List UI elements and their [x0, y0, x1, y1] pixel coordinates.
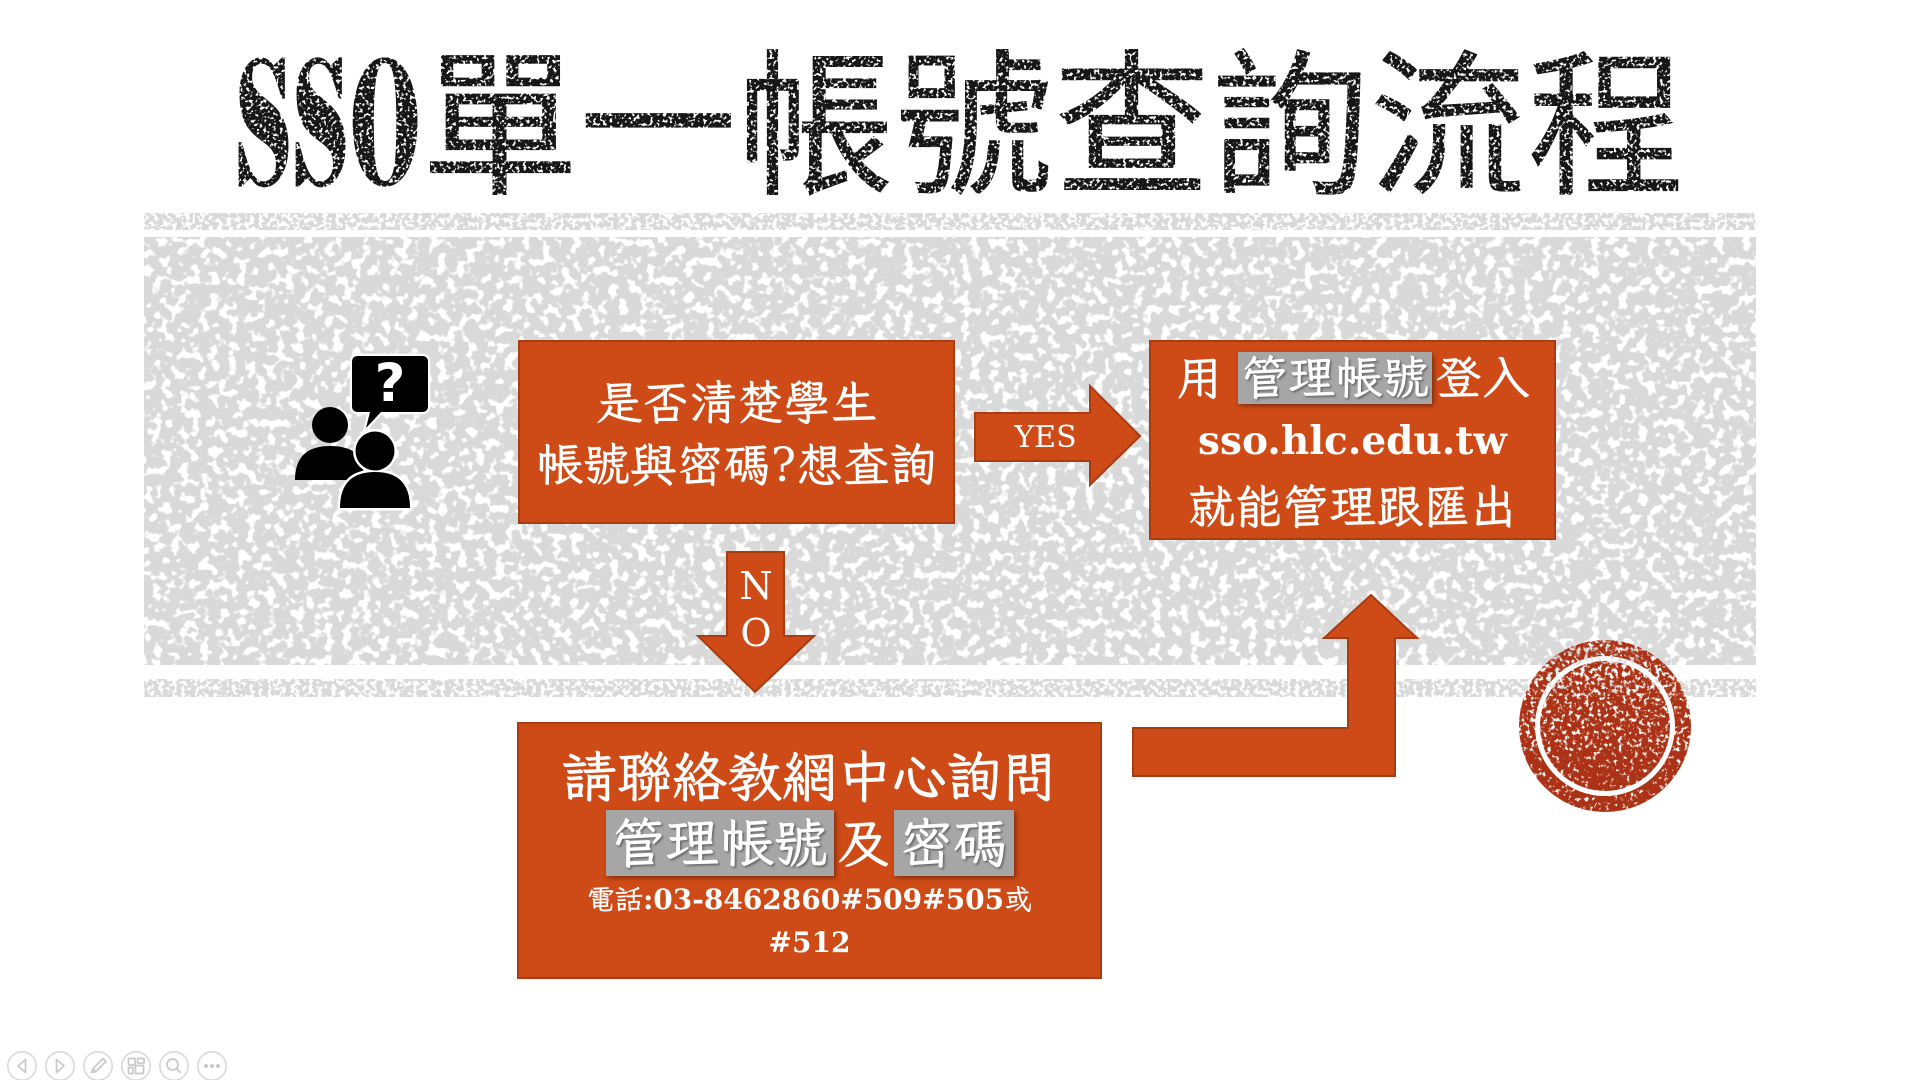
contact-line2-highlight1: 管理帳號 [605, 807, 834, 878]
contact-phone-suffix: 或 [1004, 880, 1033, 917]
slideshow-toolbar [7, 1051, 227, 1080]
more-options-button[interactable] [197, 1051, 227, 1080]
title-layer: SSO單一帳號查詢流程 [235, 0, 1685, 253]
login-box: 用 管理帳號登入 sso.hlc.edu.tw 就能管理跟匯出 [1149, 340, 1556, 540]
stamp-disc [1524, 640, 1686, 696]
see-all-slides-icon [127, 1057, 145, 1075]
login-line1-suffix: 登入 [1434, 346, 1529, 408]
question-box: 是否清楚學生 帳號與密碼?想查詢 [518, 340, 955, 524]
contact-line2-mid: 及 [836, 807, 891, 878]
speech-bubble [352, 356, 428, 428]
person-back-head [312, 407, 348, 443]
grunge-strip-top [144, 213, 1756, 230]
next-slide-button[interactable] [45, 1051, 75, 1080]
pen-button[interactable] [83, 1051, 113, 1080]
page-title: SSO單一帳號查詢流程 [235, 0, 1685, 253]
zoom-icon [166, 1058, 182, 1074]
more-options-icon [204, 1064, 220, 1068]
login-box-url: sso.hlc.edu.tw [1198, 418, 1507, 464]
contact-box: 請聯絡教網中心詢問 管理帳號及密碼 電話:03-8462860#509#505或… [517, 722, 1102, 979]
see-all-slides-button[interactable] [121, 1051, 151, 1080]
no-arrow-label: NO [734, 564, 778, 658]
stamp-ring [1541, 656, 1669, 696]
previous-slide-button[interactable] [7, 1051, 37, 1080]
person-front-head [355, 431, 395, 471]
login-line1-prefix: 用 [1176, 346, 1238, 408]
login-box-line1: 用 管理帳號登入 [1151, 345, 1554, 409]
previous-icon [17, 1058, 27, 1074]
yes-arrow-label: YES [1014, 420, 1077, 455]
question-box-line1: 是否清楚學生 [595, 371, 878, 433]
people-question-icon: ? [295, 353, 431, 511]
person-front-body [340, 472, 410, 508]
title-latin: SSO [235, 0, 421, 253]
stamp-circle [1519, 640, 1691, 812]
question-box-line2: 帳號與密碼?想查詢 [535, 433, 938, 495]
contact-box-ext: #512 [768, 926, 851, 959]
login-box-line3: 就能管理跟匯出 [1188, 475, 1517, 537]
title-cjk: 單一帳號查詢流程 [421, 0, 1685, 228]
contact-line2-highlight2: 密碼 [893, 807, 1014, 878]
login-line1-highlight: 管理帳號 [1237, 346, 1432, 408]
question-mark-glyph: ? [375, 353, 406, 414]
contact-phone-prefix: 電話 [586, 880, 643, 917]
contact-phone-number: :03-8462860#509#505 [642, 883, 1005, 916]
person-back-body [295, 446, 363, 480]
contact-box-line1: 請聯絡教網中心詢問 [561, 739, 1057, 812]
contact-box-line2: 管理帳號及密碼 [519, 807, 1100, 878]
contact-box-phone: 電話:03-8462860#509#505或 [519, 878, 1100, 921]
zoom-button[interactable] [159, 1051, 189, 1080]
next-icon [55, 1058, 65, 1074]
pen-icon [90, 1057, 107, 1074]
